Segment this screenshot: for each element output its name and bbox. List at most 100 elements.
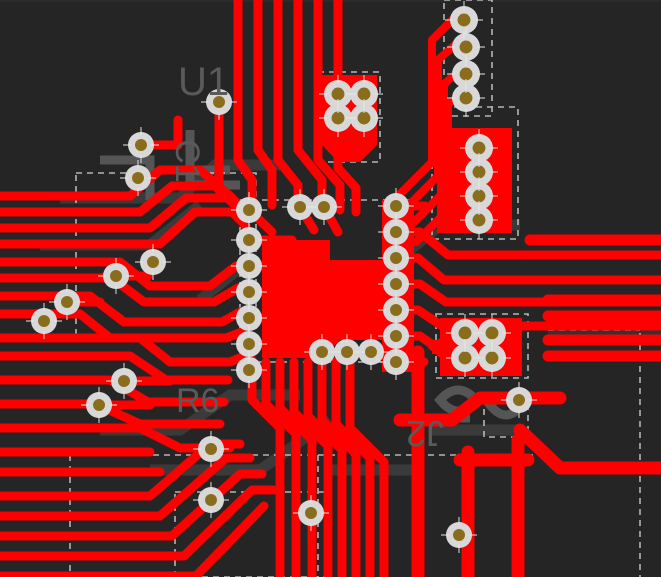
pad-j4-4[interactable] bbox=[478, 344, 506, 372]
pad-drill-hole bbox=[341, 346, 353, 358]
pad-via-b-2[interactable] bbox=[198, 487, 224, 513]
pad-via-l-4[interactable] bbox=[31, 308, 57, 334]
pad-drill-hole bbox=[110, 270, 122, 282]
via-crosshair bbox=[201, 84, 237, 120]
via-crosshair bbox=[231, 274, 267, 310]
pad-u1-l-6[interactable] bbox=[236, 357, 262, 383]
pad-drill-hole bbox=[458, 326, 472, 340]
pad-j1-3[interactable] bbox=[324, 104, 352, 132]
via-crosshair bbox=[231, 352, 267, 388]
via-crosshair bbox=[345, 99, 383, 137]
pad-u1-t-1[interactable] bbox=[236, 197, 262, 223]
pad-via-l-2[interactable] bbox=[140, 249, 166, 275]
silk-label-j2: J2 bbox=[406, 413, 444, 454]
pad-via-r-1[interactable] bbox=[506, 387, 532, 413]
component-u1-body[interactable] bbox=[262, 240, 382, 358]
via-crosshair bbox=[81, 387, 117, 423]
pad-u1-r-1[interactable] bbox=[383, 193, 409, 219]
pad-via-l-6[interactable] bbox=[86, 392, 112, 418]
via-crosshair bbox=[135, 244, 171, 280]
via-crosshair bbox=[378, 292, 414, 328]
pad-u1-r-7[interactable] bbox=[383, 349, 409, 375]
pad-u1-b-2[interactable] bbox=[334, 339, 360, 365]
pad-drill-hole bbox=[243, 204, 255, 216]
pad-j1-4[interactable] bbox=[350, 104, 378, 132]
pad-tr-3[interactable] bbox=[452, 60, 480, 88]
pad-j4-3[interactable] bbox=[451, 344, 479, 372]
pad-drill-hole bbox=[147, 256, 159, 268]
pad-u1-r-3[interactable] bbox=[383, 245, 409, 271]
pad-drill-hole bbox=[205, 494, 217, 506]
pad-u1-l-3[interactable] bbox=[236, 279, 262, 305]
pad-drill-hole bbox=[472, 189, 486, 203]
pad-drill-hole bbox=[318, 201, 330, 213]
pad-drill-hole bbox=[243, 312, 255, 324]
pad-via-tl-3[interactable] bbox=[125, 165, 151, 191]
pad-drill-hole bbox=[390, 304, 402, 316]
via-crosshair bbox=[447, 28, 485, 66]
via-crosshair bbox=[378, 344, 414, 380]
via-crosshair bbox=[193, 482, 229, 518]
pad-via-l-1[interactable] bbox=[103, 263, 129, 289]
pads-layer[interactable] bbox=[31, 6, 532, 548]
pad-u1-t-3[interactable] bbox=[311, 194, 337, 220]
pad-drill-hole bbox=[472, 165, 486, 179]
via-crosshair bbox=[293, 495, 329, 531]
pad-via-b-1[interactable] bbox=[198, 436, 224, 462]
pad-via-l-3[interactable] bbox=[54, 289, 80, 315]
trace-rails-right bbox=[524, 234, 661, 362]
pad-j3-3[interactable] bbox=[465, 182, 493, 210]
pad-j4-1[interactable] bbox=[451, 319, 479, 347]
board-edge-group bbox=[548, 330, 661, 336]
via-crosshair bbox=[231, 326, 267, 362]
pad-tr-2[interactable] bbox=[452, 33, 480, 61]
via-crosshair bbox=[447, 55, 485, 93]
pad-j3-2[interactable] bbox=[465, 158, 493, 186]
via-crosshair bbox=[353, 334, 389, 370]
via-crosshair bbox=[123, 127, 159, 163]
pad-drill-hole bbox=[38, 315, 50, 327]
silk-label-c1: C1 bbox=[168, 139, 206, 182]
via-crosshair bbox=[460, 177, 498, 215]
pad-u1-b-3[interactable] bbox=[358, 339, 384, 365]
via-crosshair bbox=[473, 339, 511, 377]
pad-drill-hole bbox=[472, 141, 486, 155]
pad-u1-r-6[interactable] bbox=[383, 323, 409, 349]
pad-via-b-4[interactable] bbox=[446, 522, 472, 548]
pad-u1-b-1[interactable] bbox=[309, 339, 335, 365]
pad-drill-hole bbox=[316, 346, 328, 358]
pad-tr-4[interactable] bbox=[452, 84, 480, 112]
pad-u1-l-4[interactable] bbox=[236, 305, 262, 331]
pad-j1-1[interactable] bbox=[324, 80, 352, 108]
pad-j4-2[interactable] bbox=[478, 319, 506, 347]
pad-drill-hole bbox=[213, 96, 225, 108]
pad-u1-l-1[interactable] bbox=[236, 227, 262, 253]
pad-j1-2[interactable] bbox=[350, 80, 378, 108]
pad-j3-1[interactable] bbox=[465, 134, 493, 162]
pad-via-tl-1[interactable] bbox=[206, 89, 232, 115]
pad-tr-1[interactable] bbox=[450, 6, 478, 34]
pour-j4-tab bbox=[432, 340, 458, 354]
via-crosshair bbox=[378, 266, 414, 302]
pad-drill-hole bbox=[118, 375, 130, 387]
via-crosshair bbox=[473, 314, 511, 352]
pad-u1-r-2[interactable] bbox=[383, 219, 409, 245]
pad-u1-l-5[interactable] bbox=[236, 331, 262, 357]
pad-via-b-3[interactable] bbox=[298, 500, 324, 526]
pad-j3-4[interactable] bbox=[465, 206, 493, 234]
pad-u1-r-5[interactable] bbox=[383, 297, 409, 323]
pad-u1-l-2[interactable] bbox=[236, 253, 262, 279]
pad-u1-r-4[interactable] bbox=[383, 271, 409, 297]
pad-via-tl-2[interactable] bbox=[128, 132, 154, 158]
pad-u1-t-2[interactable] bbox=[287, 194, 313, 220]
pad-drill-hole bbox=[390, 200, 402, 212]
via-crosshair bbox=[378, 318, 414, 354]
via-crosshair bbox=[26, 303, 62, 339]
via-crosshair bbox=[193, 431, 229, 467]
pad-drill-hole bbox=[390, 252, 402, 264]
pad-via-l-5[interactable] bbox=[111, 368, 137, 394]
via-crosshair bbox=[460, 129, 498, 167]
pad-drill-hole bbox=[135, 139, 147, 151]
